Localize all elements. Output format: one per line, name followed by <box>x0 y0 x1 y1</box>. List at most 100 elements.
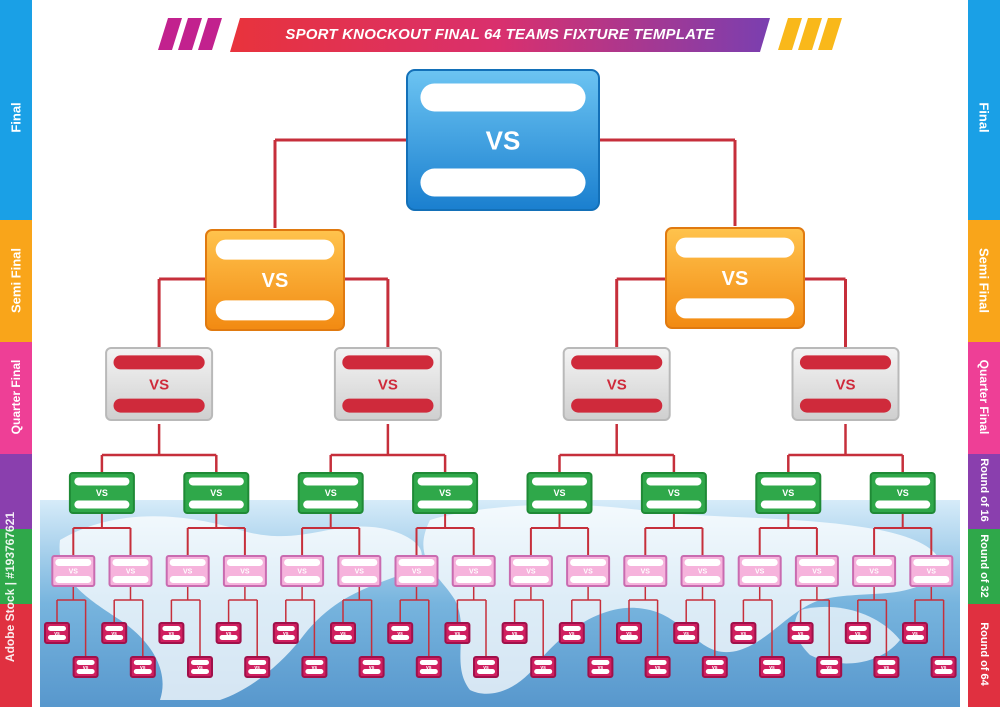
team-slot-top <box>105 626 124 631</box>
team-slot-bottom <box>113 398 205 413</box>
round64-match-2: vs <box>72 656 99 678</box>
team-slot-top <box>341 559 378 566</box>
vs-label: VS <box>469 569 479 576</box>
team-slot-top <box>571 355 663 370</box>
round64-match-27: vs <box>787 622 814 644</box>
round64-match-12: vs <box>358 656 385 678</box>
round64-match-18: vs <box>530 656 557 678</box>
round32-match-13: VS <box>737 555 782 587</box>
team-slot-top <box>276 626 295 631</box>
round64-match-3: vs <box>101 622 128 644</box>
final-match: VS <box>406 69 600 211</box>
team-slot-top <box>215 239 335 260</box>
team-slot-bottom <box>570 576 607 583</box>
right-round-bands <box>968 0 1000 707</box>
round64-match-23: vs <box>673 622 700 644</box>
team-slot-bottom <box>226 576 263 583</box>
round64-match-26: vs <box>759 656 785 678</box>
team-slot-top <box>913 559 950 566</box>
round32-match-10: VS <box>566 555 611 587</box>
left-label-quarter-final: Quarter Final <box>9 359 23 435</box>
round64-match-8: vs <box>244 656 271 678</box>
team-slot-top <box>791 626 810 631</box>
right-label-round-32: Round of 32 <box>978 534 990 598</box>
team-slot-top <box>848 626 867 631</box>
vs-label: VS <box>641 569 651 576</box>
left-round-bands <box>0 0 32 707</box>
vs-label: VS <box>378 376 398 393</box>
team-slot-bottom <box>417 500 473 509</box>
team-slot-top <box>505 626 524 631</box>
vs-label: vs <box>455 631 461 637</box>
vs-label: vs <box>912 631 918 637</box>
vs-label: vs <box>512 631 518 637</box>
vs-label: vs <box>226 631 232 637</box>
team-slot-top <box>248 660 267 665</box>
team-slot-top <box>760 477 816 486</box>
team-slot-top <box>113 355 205 370</box>
team-slot-bottom <box>105 635 124 640</box>
team-slot-bottom <box>419 669 438 674</box>
round64-match-22: vs <box>644 656 671 678</box>
round16-match-7: VS <box>755 472 822 514</box>
team-slot-bottom <box>191 669 209 674</box>
team-slot-bottom <box>562 635 581 640</box>
team-slot-top <box>162 626 181 631</box>
team-slot-bottom <box>875 500 931 509</box>
right-label-round-64: Round of 64 <box>978 622 990 686</box>
left-label-semi-final: Semi Final <box>8 247 24 314</box>
vs-label: VS <box>486 125 521 155</box>
vs-label: vs <box>569 631 575 637</box>
round32-match-11: VS <box>623 555 668 587</box>
team-slot-bottom <box>188 500 244 509</box>
vs-label: vs <box>140 665 146 671</box>
team-slot-bottom <box>219 635 238 640</box>
round16-match-2: VS <box>183 472 250 514</box>
vs-label: vs <box>741 631 747 637</box>
team-slot-top <box>219 626 238 631</box>
team-slot-bottom <box>799 398 892 413</box>
round64-match-28: vs <box>816 656 843 678</box>
team-slot-top <box>906 626 924 631</box>
team-slot-bottom <box>627 576 664 583</box>
round16-match-3: VS <box>297 472 364 514</box>
vs-label: vs <box>826 665 832 671</box>
team-slot-top <box>627 559 664 566</box>
round64-match-20: vs <box>587 656 614 678</box>
vs-label: VS <box>69 569 79 576</box>
round32-match-4: VS <box>222 555 267 587</box>
round64-match-17: vs <box>501 622 528 644</box>
team-slot-top <box>734 626 753 631</box>
round64-match-29: vs <box>844 622 871 644</box>
team-slot-top <box>562 626 581 631</box>
team-slot-bottom <box>684 576 721 583</box>
vs-label: VS <box>240 569 250 576</box>
team-slot-bottom <box>305 669 324 674</box>
team-slot-bottom <box>906 635 924 640</box>
team-slot-bottom <box>448 635 467 640</box>
team-slot-bottom <box>215 300 335 321</box>
team-slot-bottom <box>112 576 149 583</box>
round16-match-6: VS <box>640 472 707 514</box>
team-slot-top <box>342 355 434 370</box>
vs-label: vs <box>540 665 546 671</box>
vs-label: VS <box>698 569 708 576</box>
team-slot-bottom <box>420 168 586 197</box>
team-slot-top <box>362 660 381 665</box>
team-slot-top <box>648 660 667 665</box>
team-slot-top <box>420 83 586 112</box>
team-slot-bottom <box>760 500 816 509</box>
quarter-final-match-1: VS <box>105 347 214 421</box>
vs-label: vs <box>884 665 890 671</box>
team-slot-bottom <box>455 576 492 583</box>
team-slot-top <box>419 660 438 665</box>
team-slot-bottom <box>284 576 321 583</box>
round64-match-19: vs <box>558 622 585 644</box>
title-banner <box>230 18 770 52</box>
team-slot-bottom <box>398 576 435 583</box>
vs-label: vs <box>54 631 60 637</box>
quarter-final-match-3: VS <box>562 347 671 421</box>
vs-label: VS <box>126 569 136 576</box>
team-slot-bottom <box>341 576 378 583</box>
